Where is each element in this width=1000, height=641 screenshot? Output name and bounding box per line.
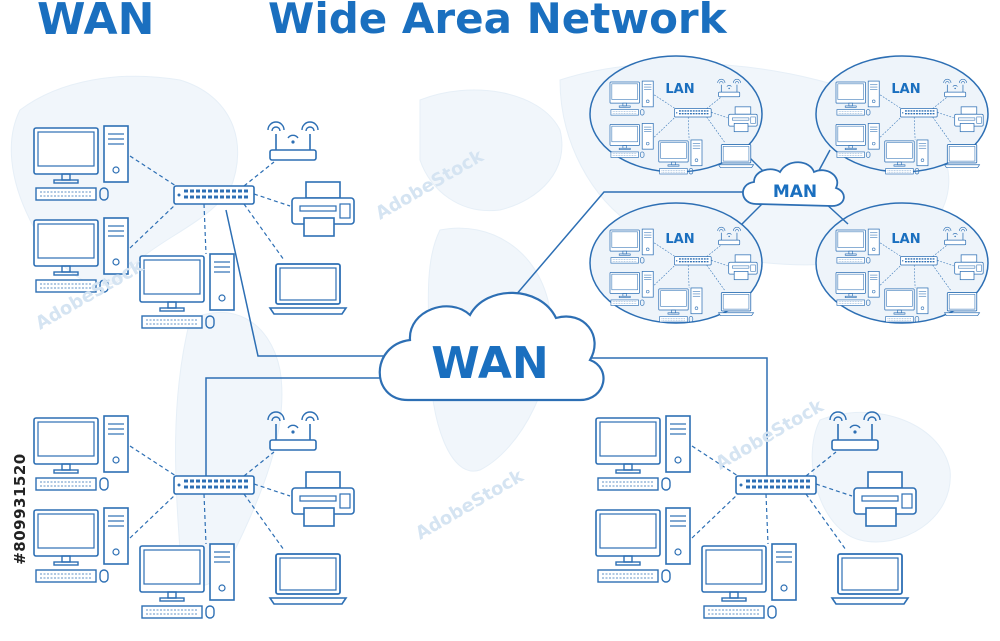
- lan-label-2: LAN: [891, 82, 920, 97]
- wan-cloud-label: WAN: [431, 338, 548, 389]
- lan-label-1: LAN: [665, 82, 694, 97]
- stock-id: #809931520: [11, 453, 29, 565]
- man-cloud: [742, 161, 845, 207]
- man-cloud-label: MAN: [773, 182, 817, 202]
- svg-text:AdobeStock: AdobeStock: [412, 465, 528, 544]
- svg-text:AdobeStock: AdobeStock: [712, 395, 828, 474]
- wan-links: [205, 191, 768, 482]
- wan-cloud: [378, 291, 605, 402]
- header-title: Wide Area Network: [268, 0, 727, 43]
- lan-label-3: LAN: [665, 232, 694, 247]
- lan-label-4: LAN: [891, 232, 920, 247]
- header-wan-label: WAN: [37, 0, 155, 45]
